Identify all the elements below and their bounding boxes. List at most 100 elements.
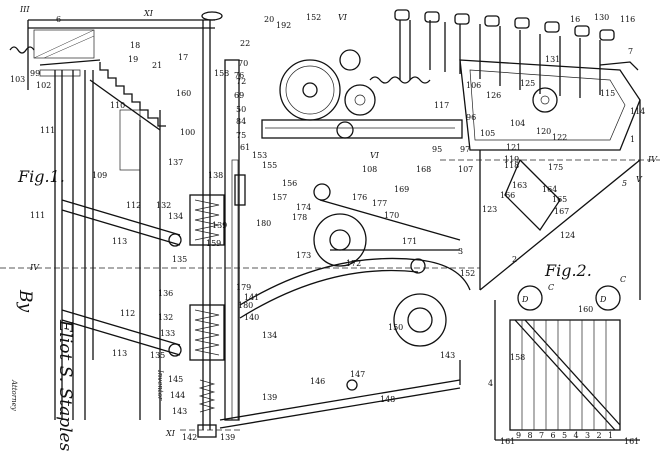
reference-numeral: 172 (346, 259, 361, 268)
reference-numeral: 176 (352, 193, 367, 202)
reference-numeral: 21 (152, 61, 162, 70)
reference-labels: 6181921171609910310211011110911111211311… (10, 13, 645, 446)
attorney-caption: Attorney (10, 379, 18, 412)
reference-numeral: 140 (244, 313, 259, 322)
reference-numeral: 148 (380, 395, 395, 404)
reference-numeral: 135 (172, 255, 187, 264)
gear-assembly (261, 49, 463, 139)
reference-numeral: 159 (206, 239, 221, 248)
central-shaft (189, 11, 225, 438)
reference-numeral: 170 (384, 211, 399, 220)
reference-numeral: 152 (306, 13, 321, 22)
reference-numeral: 152 (460, 269, 475, 278)
reference-numeral: 123 (482, 205, 497, 214)
reference-numeral: 7 (628, 47, 633, 56)
reference-numeral: 147 (350, 370, 365, 379)
reference-numeral: 22 (240, 39, 250, 48)
reference-numeral: 155 (262, 161, 277, 170)
reference-numeral: 169 (394, 185, 409, 194)
inventor-caption: Inventor (156, 369, 164, 401)
reference-numeral: 106 (466, 81, 481, 90)
reference-numeral: 72 (236, 77, 246, 86)
reference-numeral: 165 (552, 195, 567, 204)
reference-numeral: 133 (160, 329, 175, 338)
section-mark: IV (647, 155, 658, 164)
reference-numeral: 100 (180, 128, 195, 137)
reference-numeral: 124 (560, 231, 575, 240)
reference-numeral: 96 (466, 113, 476, 122)
section-mark: C (548, 283, 554, 292)
reference-numeral: 139 (262, 393, 277, 402)
reference-numeral: 115 (600, 89, 615, 98)
reference-numeral: 166 (500, 191, 515, 200)
reference-numeral: 180 (238, 301, 253, 310)
reference-numeral: 144 (170, 391, 185, 400)
reference-numeral: 111 (30, 211, 45, 220)
reference-numeral: 109 (92, 171, 107, 180)
reference-numeral: 113 (112, 237, 127, 246)
reference-numeral: 99 (30, 69, 40, 78)
reference-numeral: 122 (552, 133, 567, 142)
scale-tick-label: 1 (608, 431, 613, 440)
reference-numeral: 139 (220, 433, 235, 442)
reference-numeral: 113 (112, 349, 127, 358)
reference-numeral: 6 (56, 15, 61, 24)
reference-numeral: 95 (432, 145, 442, 154)
reference-numeral: 192 (276, 21, 291, 30)
reference-numeral: 107 (458, 165, 473, 174)
reference-numeral: 157 (272, 193, 287, 202)
reference-numeral: 142 (182, 433, 197, 442)
left-linkage (54, 70, 182, 420)
section-mark: VI (338, 13, 348, 22)
section-mark: 5 (622, 179, 627, 188)
reference-numeral: 75 (236, 131, 246, 140)
reference-numeral: 136 (158, 289, 173, 298)
inventor-name: Eliot S. Staples (55, 319, 75, 451)
cam-wheels (313, 183, 461, 347)
section-mark: III (19, 5, 30, 14)
reference-numeral: 132 (158, 313, 173, 322)
section-lines (0, 159, 660, 431)
reference-numeral: 132 (156, 201, 171, 210)
scale-tick-label: 2 (597, 431, 602, 440)
reference-numeral: 97 (460, 145, 470, 154)
reference-numeral: 173 (296, 251, 311, 260)
reference-numeral: 145 (168, 375, 183, 384)
reference-numeral: 1 (630, 135, 635, 144)
reference-numeral: 161 (500, 437, 515, 446)
reference-numeral: 131 (545, 55, 560, 64)
attorney-block: By (15, 289, 35, 312)
reference-numeral: 163 (512, 181, 527, 190)
reference-numeral: 103 (10, 75, 25, 84)
reference-numeral: 108 (362, 165, 377, 174)
section-mark: D (599, 295, 607, 304)
reference-numeral: 120 (536, 127, 551, 136)
reference-numeral: 118 (504, 161, 519, 170)
attorney-by: By (15, 289, 35, 312)
scale-tick-label: 9 (516, 431, 521, 440)
reference-numeral: 16 (570, 15, 580, 24)
reference-numeral: 119 (504, 155, 519, 164)
reference-numeral: 17 (178, 53, 188, 62)
reference-numeral: 19 (128, 55, 138, 64)
reference-numeral: 179 (236, 283, 251, 292)
reference-numeral: 112 (126, 201, 141, 210)
reference-numeral: 111 (40, 126, 55, 135)
reference-numeral: 2 (512, 255, 517, 264)
reference-numeral: 178 (292, 213, 307, 222)
reference-numeral: 121 (506, 143, 521, 152)
section-mark: C (620, 275, 626, 284)
key-levers (394, 9, 615, 98)
fig1-label: Fig.1. (17, 167, 65, 186)
reference-numeral: 177 (372, 199, 387, 208)
scale-tick-label: 4 (574, 431, 579, 440)
reference-numeral: 143 (172, 407, 187, 416)
reference-numeral: 135 (150, 351, 165, 360)
reference-numeral: 104 (510, 119, 525, 128)
section-mark: V (636, 175, 643, 184)
top-frame (9, 19, 215, 90)
reference-numeral: 167 (554, 207, 569, 216)
